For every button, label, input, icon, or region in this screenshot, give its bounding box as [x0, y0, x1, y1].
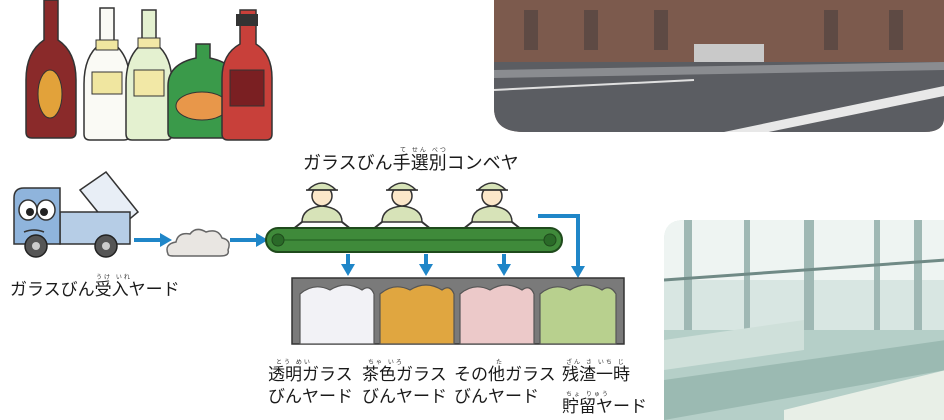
other-glass-label-line1: その他ガラス: [454, 365, 556, 385]
residue-ruby-line2: ちょ りゅう: [566, 391, 610, 398]
flow-arrow-truck-to-pile: [134, 233, 172, 247]
glass-pile-icon: [166, 228, 230, 257]
dump-truck-icon: [13, 170, 140, 258]
brown-glass-ruby: ちゃ いろ: [368, 359, 404, 366]
other-glass-label-line2: びんヤード: [454, 387, 539, 407]
residue-ruby-line1: ざん さ いち じ: [566, 359, 626, 366]
residue-bin: [539, 284, 617, 345]
brown-glass-label-line2: びんヤード: [362, 387, 447, 407]
worker-icon-3: [461, 182, 523, 231]
factory-exterior-photo: [494, 0, 944, 132]
green-bottle-icon: [125, 9, 173, 141]
clear-glass-bin: [299, 284, 375, 345]
receiving-yard-label: ガラスびん受入ヤード: [10, 280, 180, 300]
conveyor-label-ruby: て せん べつ: [400, 147, 448, 154]
clear-glass-ruby: とう めい: [276, 359, 312, 366]
drop-arrows: [341, 214, 585, 278]
red-bottle-icon: [221, 9, 273, 141]
worker-icon-2: [371, 182, 433, 231]
other-glass-ruby: た: [496, 359, 505, 366]
wine-bottle-icon: [25, 0, 77, 139]
residue-label-line2: 貯留ヤード: [562, 397, 647, 417]
clear-glass-label-line2: びんヤード: [268, 387, 353, 407]
sorting-conveyor: [265, 182, 563, 253]
sorting-bins: [291, 277, 625, 345]
receiving-yard-ruby: うけ いれ: [96, 274, 132, 281]
wide-green-bottle-icon: [167, 43, 239, 139]
brown-glass-bin: [379, 284, 455, 345]
brown-glass-label-line1: 茶色ガラス: [362, 365, 447, 385]
glass-bottles-illustration: [25, 0, 273, 141]
worker-icon-1: [291, 182, 353, 231]
residue-label-line1: 残渣一時: [562, 365, 630, 385]
sorting-line-photo: [664, 220, 944, 420]
other-glass-bin: [459, 284, 535, 345]
flow-arrow-pile-to-conveyor: [230, 233, 268, 247]
clear-bottle-icon: [83, 7, 131, 141]
clear-glass-label-line1: 透明ガラス: [268, 365, 353, 385]
conveyor-label: ガラスびん手選別コンベヤ: [303, 153, 519, 174]
